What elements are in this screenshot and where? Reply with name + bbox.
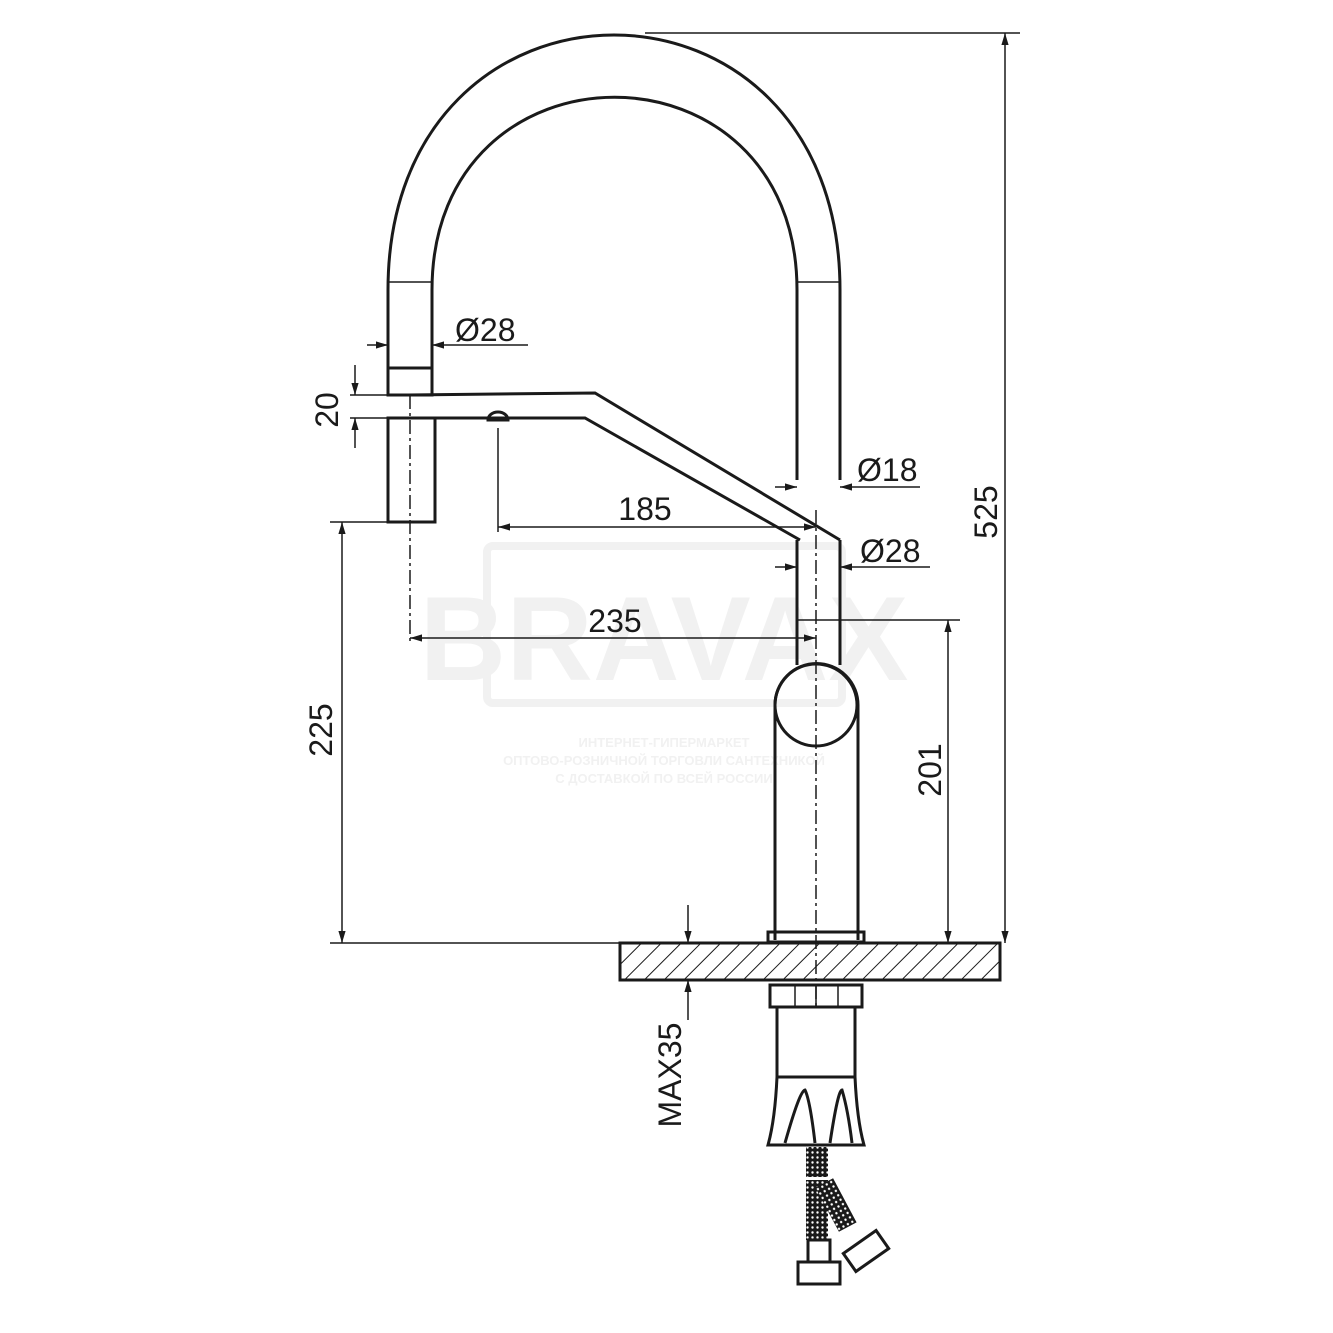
watermark-line-1: ИНТЕРНЕТ-ГИПЕРМАРКЕТ (578, 735, 749, 750)
dim-ring-height: 20 (309, 392, 345, 428)
spout (407, 391, 841, 542)
dim-reach-185: 185 (618, 491, 671, 527)
dim-max-thickness: MAX35 (652, 1023, 688, 1128)
dim-body-height: 201 (912, 743, 948, 796)
dim-body-diameter: Ø28 (860, 533, 920, 569)
mounting-assembly (766, 983, 891, 1286)
watermark-line-2: ОПТОВО-РОЗНИЧНОЙ ТОРГОВЛИ САНТЕХНИКОЙ (503, 753, 825, 768)
dim-spout-diameter: Ø18 (857, 452, 917, 488)
dim-total-height: 525 (968, 485, 1004, 538)
watermark-brand: BRAVAX (420, 572, 909, 706)
dim-reach-235: 235 (588, 603, 641, 639)
dimension-lines (330, 32, 1020, 1020)
dim-outlet-height: 225 (303, 703, 339, 756)
faucet-hose-arc (386, 33, 842, 524)
countertop-section (618, 941, 1002, 982)
watermark: BRAVAX ИНТЕРНЕТ-ГИПЕРМАРКЕТ ОПТОВО-РОЗНИ… (420, 542, 909, 786)
watermark-line-3: С ДОСТАВКОЙ ПО ВСЕЙ РОССИИ (555, 771, 772, 786)
dim-hose-diameter: Ø28 (455, 312, 515, 348)
